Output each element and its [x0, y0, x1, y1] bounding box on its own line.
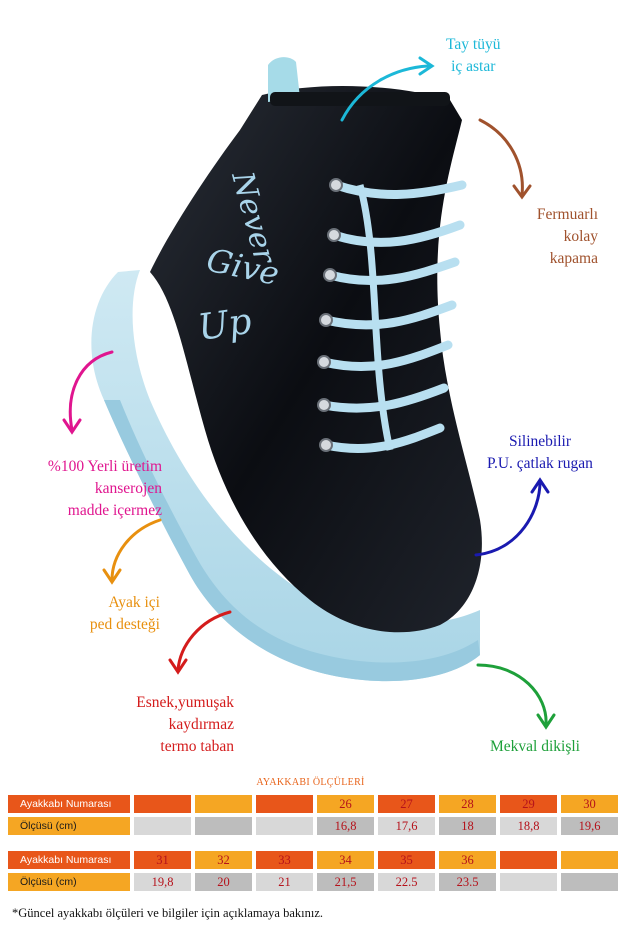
table1-lengths-cell: 18,8	[500, 817, 557, 835]
sole-shape	[91, 270, 480, 682]
callout-stitch-line1: Mekval dikişli	[490, 738, 580, 755]
callout-insole-line2: ped desteği	[89, 616, 160, 633]
boot-body	[150, 57, 482, 633]
callout-zipper-line3: kapama	[549, 250, 598, 267]
table2-lengths-cell: 20	[195, 873, 252, 891]
boot-text-up: Up	[196, 301, 255, 349]
table1-numbers-cell: 28	[439, 795, 496, 813]
table2-numbers-cell: 32	[195, 851, 252, 869]
table1-numbers-cell	[195, 795, 252, 813]
table2-lengths-cell: 21	[256, 873, 313, 891]
table2-lengths-cell: 19,8	[134, 873, 191, 891]
callout-zipper: Fermuarlı kolay kapama	[500, 204, 598, 270]
product-illustration: Never Give Up Tay tüyü iç astar Fermuarl…	[2, 34, 610, 758]
table1-numbers-cell	[134, 795, 191, 813]
table1-lengths-cell: 16,8	[317, 817, 374, 835]
callout-lining: Tay tüyü iç astar	[446, 34, 500, 78]
callout-origin-line3: madde içermez	[67, 502, 162, 519]
callout-rugan-line1: Silinebilir	[509, 433, 571, 450]
callout-sole-line1: Esnek,yumuşak	[136, 694, 234, 711]
footnote: *Güncel ayakkabı ölçüleri ve bilgiler iç…	[12, 906, 323, 920]
table2-lengths-cell: 22.5	[378, 873, 435, 891]
table2-numbers-cell: 31	[134, 851, 191, 869]
table2-lengths-cell: 23.5	[439, 873, 496, 891]
laces	[317, 178, 467, 453]
callout-sole: Esnek,yumuşak kaydırmaz termo taban	[110, 692, 234, 758]
arrow-rugan	[474, 480, 542, 557]
table1-numbers-cell	[256, 795, 313, 813]
callout-sole-line3: termo taban	[160, 738, 234, 755]
table2-length-label: Ölçüsü (cm)	[8, 873, 130, 891]
callout-rugan: Silinebilir P.U. çatlak rugan	[470, 431, 610, 475]
table1-lengths-cell: 17,6	[378, 817, 435, 835]
callout-insole: Ayak içi ped desteği	[40, 592, 160, 636]
table2-number-label: Ayakkabı Numarası	[8, 851, 130, 869]
table1-numbers-cell: 29	[500, 795, 557, 813]
table1-number-label: Ayakkabı Numarası	[8, 795, 130, 813]
table1-lengths-cell	[195, 817, 252, 835]
callout-stitch: Mekval dikişli	[490, 736, 580, 758]
arrow-origin	[68, 350, 114, 432]
table2-numbers-cell: 34	[317, 851, 374, 869]
table1-length-label: Ölçüsü (cm)	[8, 817, 130, 835]
table1-numbers-cell: 30	[561, 795, 618, 813]
table1-lengths-cell	[256, 817, 313, 835]
callout-rugan-line2: P.U. çatlak rugan	[487, 455, 593, 472]
boot-svg: Never Give Up	[62, 56, 556, 730]
callout-zipper-line1: Fermuarlı	[536, 206, 598, 223]
arrow-zipper	[478, 118, 524, 197]
callout-origin: %100 Yerli üretim kanserojen madde içerm…	[2, 456, 162, 522]
table2-numbers-cell: 35	[378, 851, 435, 869]
arrow-insole	[110, 518, 162, 582]
callout-arrows	[62, 56, 556, 730]
table1-numbers-cell: 26	[317, 795, 374, 813]
arrow-sole	[176, 610, 232, 672]
table1-lengths-cell: 19,6	[561, 817, 618, 835]
callout-insole-line1: Ayak içi	[108, 594, 160, 611]
table1-numbers-cell: 27	[378, 795, 435, 813]
arrow-stitch	[476, 663, 548, 727]
table2-lengths-cell	[561, 873, 618, 891]
table1-lengths-cell	[134, 817, 191, 835]
table2-numbers-cell: 36	[439, 851, 496, 869]
callout-origin-line2: kanserojen	[94, 480, 162, 497]
table2-lengths-cell	[500, 873, 557, 891]
table1-lengths-cell: 18	[439, 817, 496, 835]
arrow-lining	[340, 64, 430, 122]
table2-numbers-cell: 33	[256, 851, 313, 869]
callout-origin-line1: %100 Yerli üretim	[47, 458, 162, 475]
callout-sole-line2: kaydırmaz	[168, 716, 234, 733]
table2-lengths-cell: 21,5	[317, 873, 374, 891]
table2-numbers-cell	[561, 851, 618, 869]
size-chart-title: AYAKKABI ÖLÇÜLERİ	[256, 777, 365, 788]
callout-lining-line1: Tay tüyü	[446, 36, 501, 53]
callout-lining-line2: iç astar	[451, 58, 496, 75]
callout-zipper-line2: kolay	[563, 228, 598, 245]
table2-numbers-cell	[500, 851, 557, 869]
